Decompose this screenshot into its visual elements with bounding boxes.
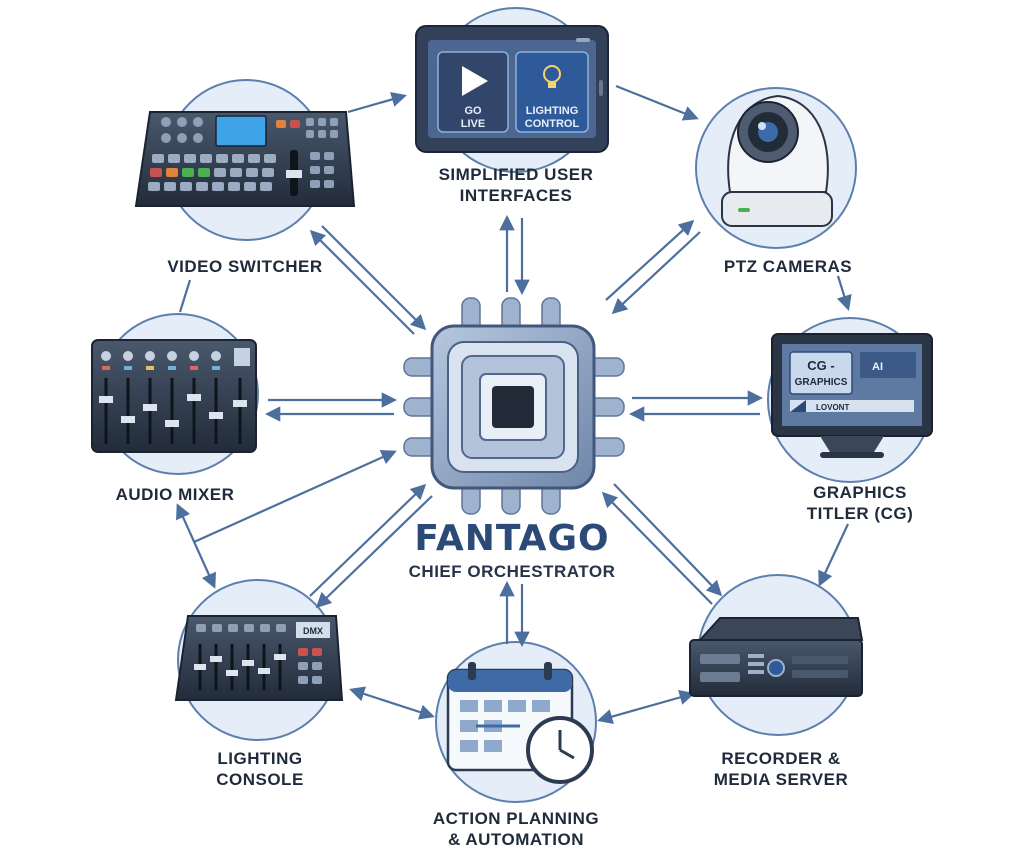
audio-label-line1: AUDIO MIXER [115,485,235,504]
connection-arrows [176,84,852,725]
calendar-clock-icon [446,662,594,784]
dmx-panel-label: DMX [303,626,323,636]
recorder-label-line1: RECORDER & [721,749,841,768]
audio-node-label: AUDIO MIXER [80,484,270,505]
video-label-line1: VIDEO SWITCHER [167,257,323,276]
lighting-console-icon: DMX [174,615,344,701]
arrow-ptz-to-center [611,231,701,315]
lighting-label-line1: LIGHTING [217,749,303,768]
center-subtitle: CHIEF ORCHESTRATOR [408,562,616,581]
screen-ai-label: AI [872,361,883,373]
arrow-audio-lighting [176,503,216,589]
ui-label-line2: INTERFACES [459,186,573,205]
recorder-node-label: RECORDER & MEDIA SERVER [676,748,886,790]
arrow-center-to-ptz [605,219,695,301]
arrow-ui-to-ptz [615,84,699,121]
play-icon [462,66,488,96]
go-live-label-line1: GO [464,105,482,117]
screen-lower-third-label: LOVONT [816,403,849,412]
arrow-ptz-to-graphics [836,275,852,311]
rack-server-icon [689,617,864,697]
arrow-lighting-planning [349,686,435,720]
ui-label-line1: SIMPLIFIED USER [438,165,594,184]
arrow-center-to-video [309,229,415,335]
ptz-node-label: PTZ CAMERAS [688,256,888,277]
ui-node-label: SIMPLIFIED USER INTERFACES [396,164,636,206]
ptz-camera-icon [721,94,833,227]
go-live-button [437,51,509,133]
go-live-label-line2: LIVE [461,118,485,130]
planning-node-label: ACTION PLANNING & AUTOMATION [396,808,636,850]
arrow-video-to-center [321,225,427,331]
arrow-center-to-lighting [315,495,433,609]
center-title: FANTAGO [414,518,610,559]
lighting-node-label: LIGHTING CONSOLE [170,748,350,790]
monitor-icon: CG - GRAPHICS AI LOVONT [771,333,933,458]
arrow-audio-diag-to-center [193,450,397,544]
recorder-label-line2: MEDIA SERVER [713,770,849,789]
video-switcher-icon [134,111,356,207]
arrow-lighting-to-center [309,483,427,597]
arrow-recorder-to-center [601,491,713,605]
lighting-control-button [515,51,589,133]
arrow-center-to-recorder [613,483,723,597]
planning-label-line1: ACTION PLANNING [432,809,600,828]
graphics-label-line1: GRAPHICS [813,483,907,502]
lighting-control-label-line1: LIGHTING [526,105,579,117]
planning-label-line2: & AUTOMATION [447,830,584,849]
audio-mixer-icon [91,339,257,453]
graphics-node-label: GRAPHICS TITLER (CG) [770,482,950,524]
tablet-icon: GO LIVE LIGHTING CONTROL [415,25,609,153]
lighting-label-line2: CONSOLE [216,770,304,789]
orchestrator-chip-icon [403,297,625,515]
arrow-video-to-ui [347,91,407,114]
screen-graphics-label: GRAPHICS [795,377,848,388]
arrow-graphics-to-recorder [818,523,849,587]
line-audio-video [178,279,192,313]
ptz-label-line1: PTZ CAMERAS [723,257,853,276]
arrow-planning-recorder [597,689,695,725]
graphics-label-line2: TITLER (CG) [806,504,914,523]
lighting-control-label-line2: CONTROL [525,118,580,130]
screen-cg-label: CG - [807,358,834,373]
video-node-label: VIDEO SWITCHER [140,256,350,277]
